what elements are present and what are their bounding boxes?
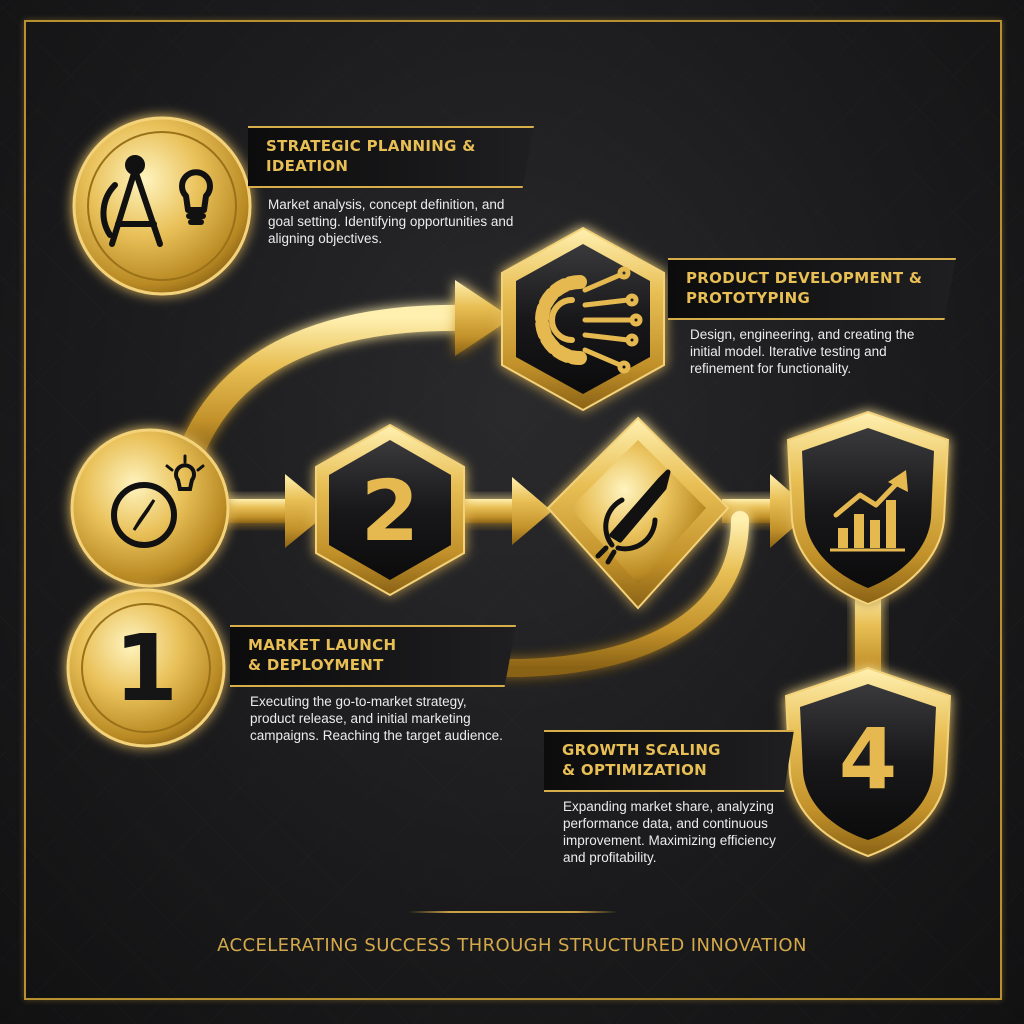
node-growth-shield xyxy=(786,410,950,606)
banner-market-launch: MARKET LAUNCH & DEPLOYMENT xyxy=(230,625,516,687)
arc-to-development xyxy=(177,304,483,468)
banner-growth-scaling: GROWTH SCALING & OPTIMIZATION xyxy=(544,730,794,792)
stage-title: STRATEGIC PLANNING & IDEATION xyxy=(266,137,476,175)
gold-frame xyxy=(24,20,1002,1000)
stage-description: Design, engineering, and creating the in… xyxy=(690,327,915,376)
footer-tagline: ACCELERATING SUCCESS THROUGH STRUCTURED … xyxy=(217,935,807,956)
arrow-head-1 xyxy=(285,474,330,548)
arrow-head-2 xyxy=(512,477,552,545)
node-step-1 xyxy=(66,588,226,748)
node-strategic-planning xyxy=(72,116,252,296)
step-number-2: 2 xyxy=(361,462,419,560)
stage-title: MARKET LAUNCH & DEPLOYMENT xyxy=(248,636,397,674)
compass-lightbulb-icon xyxy=(100,155,213,247)
node-product-development xyxy=(501,226,665,412)
stage-description: Market analysis, concept definition, and… xyxy=(268,197,514,246)
arc-to-launch xyxy=(491,511,749,678)
node-start xyxy=(70,428,230,588)
gear-circuit-icon xyxy=(535,266,643,374)
compass-icon xyxy=(111,454,205,548)
footer-divider xyxy=(408,911,618,913)
stage-title: GROWTH SCALING & OPTIMIZATION xyxy=(562,741,721,779)
stage-description: Expanding market share, analyzing perfor… xyxy=(563,799,776,865)
rocket-icon xyxy=(595,469,671,565)
node-step-4 xyxy=(784,666,952,858)
banner-strategic-planning: STRATEGIC PLANNING & IDEATION xyxy=(248,126,534,188)
stage-description: Executing the go-to-market strategy, pro… xyxy=(250,694,503,743)
node-launch-diamond xyxy=(546,416,730,610)
growth-chart-icon xyxy=(830,470,908,552)
step-number-1: 1 xyxy=(114,615,178,722)
arrow-shaft-1 xyxy=(218,499,298,523)
arrow-head-development xyxy=(455,280,512,356)
banner-product-development: PRODUCT DEVELOPMENT & PROTOTYPING xyxy=(668,258,956,320)
step-number-4: 4 xyxy=(839,710,897,808)
node-step-2 xyxy=(315,423,465,597)
stage-title: PRODUCT DEVELOPMENT & PROTOTYPING xyxy=(686,269,923,307)
